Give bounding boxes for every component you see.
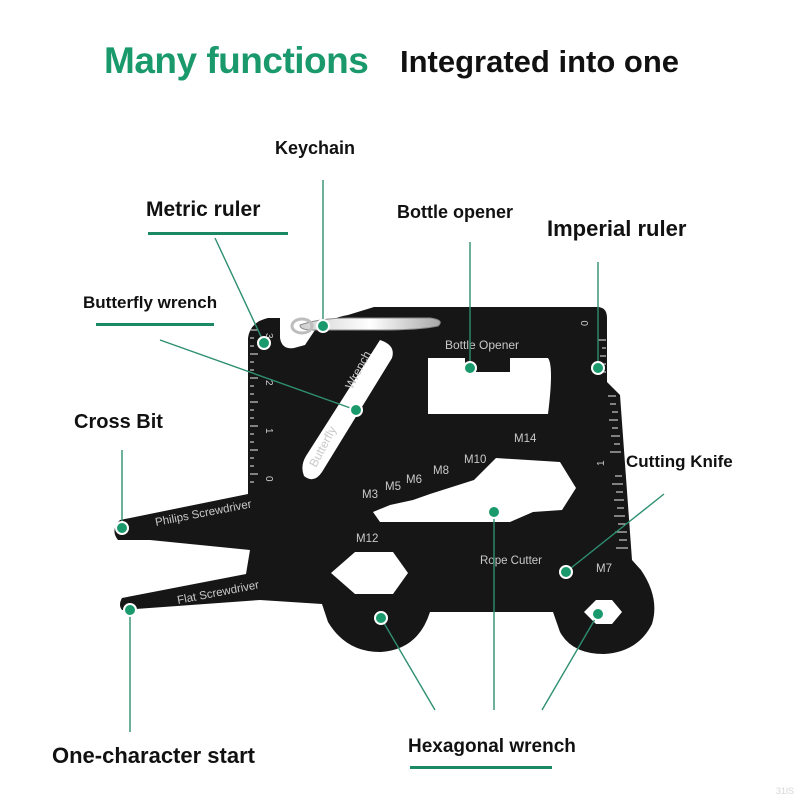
label-hexagonal-wrench: Hexagonal wrench [408,736,576,757]
label-cutting-knife: Cutting Knife [626,452,733,471]
dot-cutting-knife [559,565,573,579]
headline-black: Integrated into one [400,44,679,79]
dot-hex-wrench-left [374,611,388,625]
label-keychain: Keychain [275,138,356,158]
dot-imperial-ruler [591,361,605,375]
underline-metric-ruler [148,232,288,235]
leader-lines [121,180,665,732]
label-cross-bit: Cross Bit [74,411,163,433]
label-butterfly-wrench: Butterfly wrench [83,293,218,312]
dot-bottle-opener [463,361,477,375]
engraving-m7: M7 [596,563,612,575]
label-metric-ruler: Metric ruler [146,198,261,221]
metric-mark-1: 1 [263,428,274,434]
imperial-mark-0: 0 [580,320,591,326]
dot-butterfly-wrench [349,403,363,417]
dot-metric-ruler [257,336,271,350]
watermark: 31lS [775,786,794,796]
metric-ruler-ticks [250,329,258,483]
engraving-m3: M3 [362,489,378,501]
dot-hex-wrench-center [487,505,501,519]
dot-one-character-start [123,603,137,617]
metric-mark-3: 3 [263,333,274,339]
engraving-m14: M14 [514,433,537,445]
label-one-character-start: One-character start [52,743,255,768]
metric-mark-2: 2 [263,380,274,386]
dot-cross-bit [115,521,129,535]
imperial-ruler-ticks [598,339,628,549]
underline-butterfly-wrench [96,323,214,326]
engraving-m6: M6 [406,474,422,486]
engraving-m10: M10 [464,454,486,466]
label-bottle-opener: Bottle opener [397,202,514,222]
dot-hex-wrench-right [591,607,605,621]
engraving-m8: M8 [433,465,449,477]
tool-body [114,307,655,654]
underline-hexagonal-wrench [410,766,552,769]
engraving-rope-cutter: Rope Cutter [480,555,542,567]
imperial-mark-1: 1 [596,460,607,466]
headline-green: Many functions [104,40,369,81]
label-imperial-ruler: Imperial ruler [547,216,687,241]
keyring-icon [290,317,441,335]
engraving-m12: M12 [356,533,378,545]
callout-dots [115,319,605,625]
dot-keychain [316,319,330,333]
engraving-bottle-opener: Bottle Opener [445,338,519,352]
metric-mark-0: 0 [263,476,274,482]
engraving-m5: M5 [385,481,401,493]
